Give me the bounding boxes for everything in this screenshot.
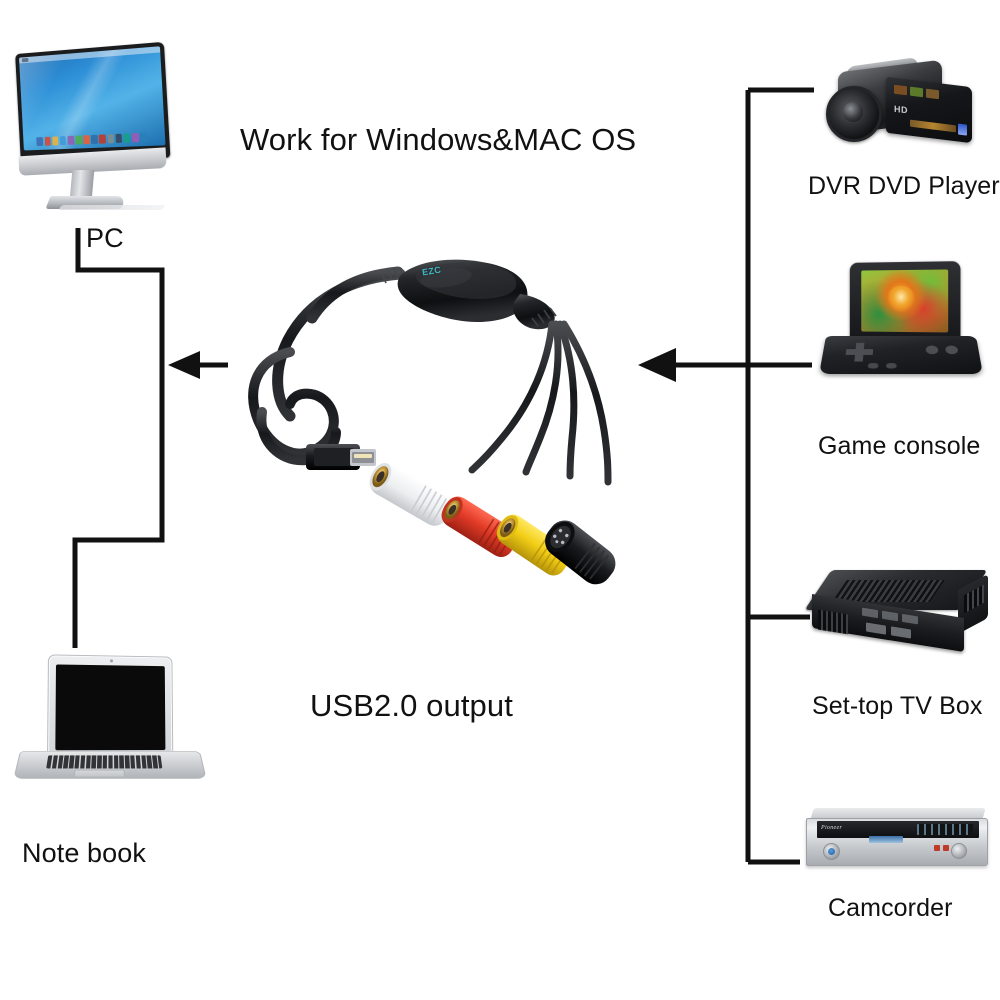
device-label-pc: PC — [86, 223, 124, 253]
usb-video-capture-adapter: EZC — [232, 252, 652, 592]
rca-connector-yellow — [496, 514, 571, 576]
device-label-game-console: Game console — [818, 432, 981, 460]
arrow-to-pc-bus — [168, 351, 228, 379]
dvd-recorder-icon: Pioneer — [806, 808, 992, 876]
usb-output-caption: USB2.0 output — [310, 688, 513, 723]
device-label-camcorder: Camcorder — [828, 894, 953, 922]
device-label-note-book: Note book — [22, 838, 146, 868]
strain-relief-right — [531, 307, 557, 327]
desktop-monitor-icon — [14, 41, 174, 216]
device-label-set-top-tv-box: Set-top TV Box — [812, 692, 983, 720]
page-title: Work for Windows&MAC OS — [240, 122, 637, 157]
arrow-to-capture-device — [638, 348, 746, 382]
laptop-icon — [13, 654, 207, 800]
usb-a-connector — [306, 444, 376, 470]
rca-connector-white — [369, 462, 452, 526]
capture-module — [397, 259, 555, 330]
handheld-console-icon — [818, 261, 988, 410]
device-label-dvr-dvd-player: DVR DVD Player — [808, 172, 1000, 200]
breakout-cables — [468, 320, 612, 486]
wire-left-bus — [72, 228, 165, 648]
rca-connector-red — [441, 496, 518, 557]
usb-lead-cable — [306, 266, 404, 324]
set-top-box-icon — [804, 566, 990, 662]
camcorder-icon: HD — [812, 52, 988, 164]
s-video-connector — [545, 520, 616, 585]
